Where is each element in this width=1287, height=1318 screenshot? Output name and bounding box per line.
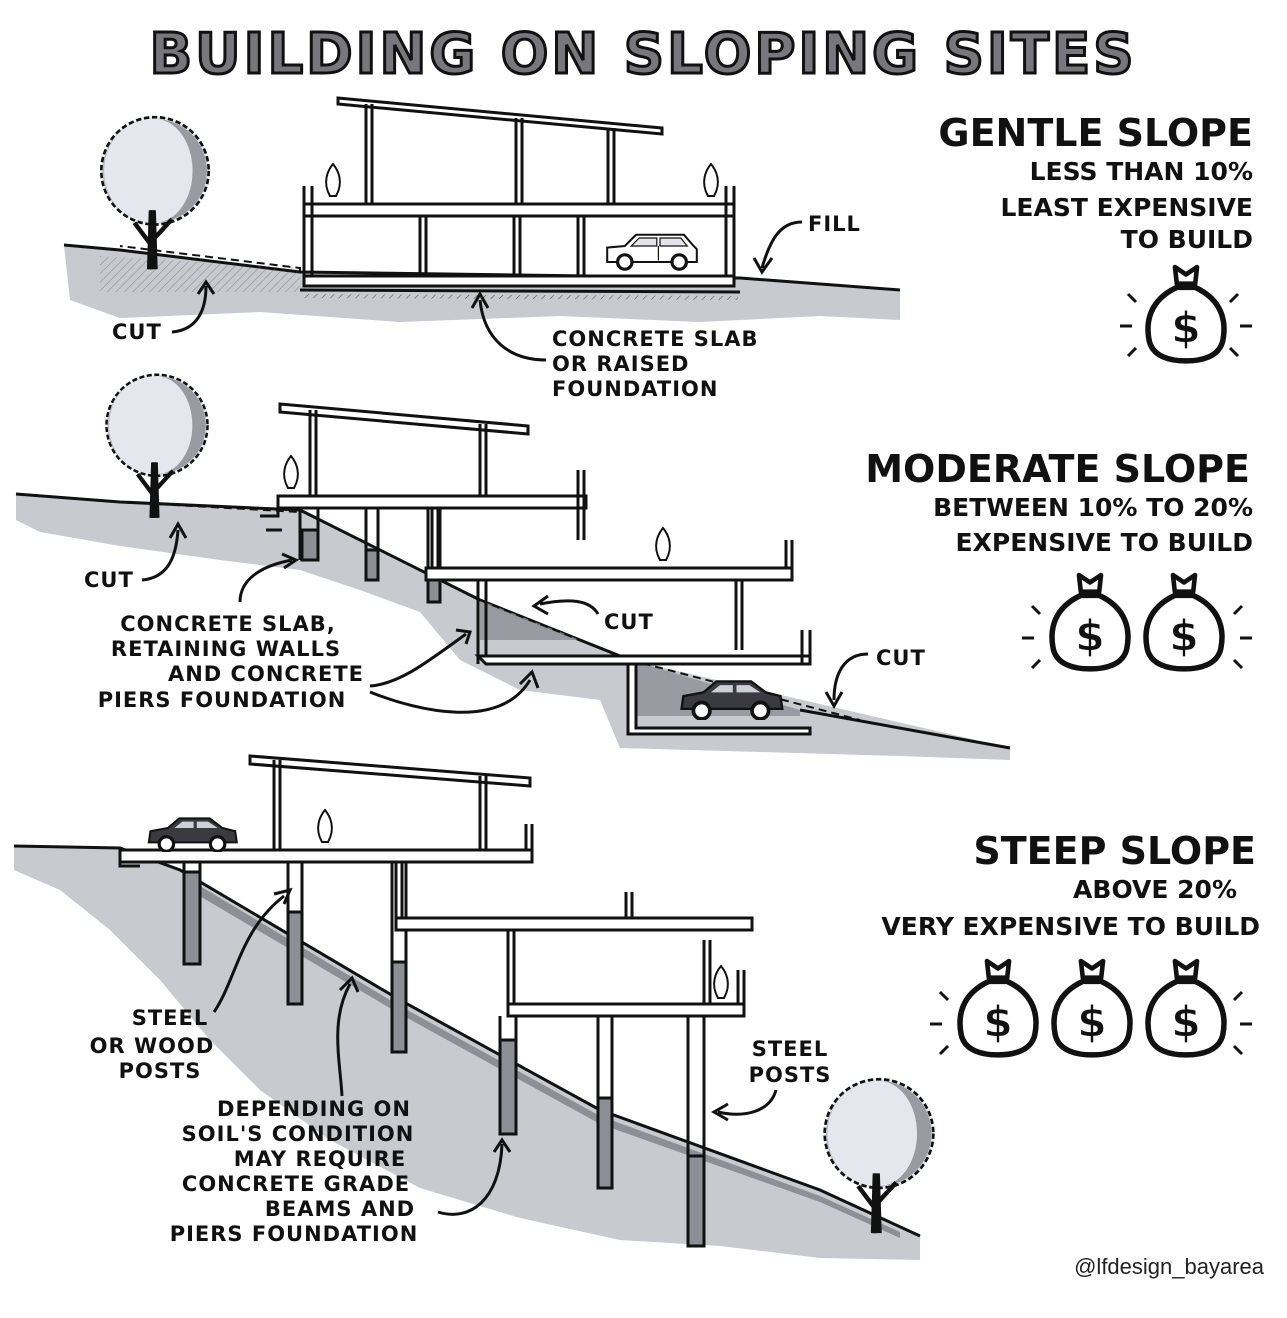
money-bag-icon [1054, 961, 1130, 1055]
moderate-info: MODERATE SLOPE BETWEEN 10% TO 20% EXPENS… [865, 447, 1253, 557]
foundation-label-line1: CONCRETE SLAB [552, 327, 759, 351]
soil-line2: SOIL'S CONDITION [182, 1122, 415, 1146]
steep-info: STEEP SLOPE ABOVE 20% VERY EXPENSIVE TO … [881, 829, 1260, 941]
gentle-heading: GENTLE SLOPE [938, 111, 1253, 155]
steep-cost [930, 961, 1252, 1055]
money-bag-icon [1052, 575, 1128, 669]
mod-foundation-line1: CONCRETE SLAB, [120, 612, 336, 636]
soil-line3: MAY REQUIRE [234, 1147, 406, 1171]
posts-left-line1: STEEL [132, 1006, 209, 1030]
moderate-heading: MODERATE SLOPE [865, 447, 1250, 491]
steep-car-icon [146, 816, 239, 852]
soil-line5: BEAMS AND [265, 1197, 415, 1221]
moderate-slope-section: CUT CUT CUT CONCRETE SLAB, RETAINING WAL… [15, 375, 1253, 760]
gentle-info: GENTLE SLOPE LESS THAN 10% LEAST EXPENSI… [938, 111, 1253, 254]
money-bag-icon [1148, 267, 1224, 361]
soil-line6: PIERS FOUNDATION [170, 1222, 419, 1246]
soil-line1: DEPENDING ON [217, 1097, 411, 1121]
gentle-line3: TO BUILD [1121, 225, 1253, 254]
label-soil: DEPENDING ON SOIL'S CONDITION MAY REQUIR… [170, 975, 512, 1246]
gentle-house [302, 96, 736, 288]
label-cut-moderate-mid: CUT [531, 594, 654, 634]
money-bag-icon [1148, 961, 1224, 1055]
money-bag-icon [1146, 575, 1222, 669]
steep-line1: ABOVE 20% [1073, 875, 1237, 904]
label-cut-moderate-left: CUT [84, 520, 188, 592]
moderate-line2: EXPENSIVE TO BUILD [956, 528, 1253, 557]
label-fill: FILL [752, 212, 861, 275]
moderate-line1: BETWEEN 10% TO 20% [933, 493, 1253, 522]
posts-left-line2: OR WOOD [90, 1034, 215, 1058]
gentle-line1: LESS THAN 10% [1030, 157, 1253, 186]
steep-house [118, 754, 754, 1248]
label-cut-moderate-right: CUT [824, 646, 926, 710]
gentle-cost [1120, 267, 1252, 361]
posts-right-line2: POSTS [749, 1063, 832, 1087]
mod-foundation-line4: PIERS FOUNDATION [98, 688, 347, 712]
label-cut-gentle: CUT [112, 279, 216, 344]
fill-label: FILL [808, 212, 861, 236]
steep-heading: STEEP SLOPE [973, 829, 1256, 873]
foundation-label-line3: FOUNDATION [552, 377, 718, 401]
posts-right-line1: STEEL [752, 1037, 829, 1061]
gentle-slope-section: FILL CUT CONCRETE SLAB OR RAISED FOUNDAT… [63, 96, 1253, 401]
cut-right-label: CUT [876, 646, 926, 670]
credit-watermark: @lfdesign_bayarea [1074, 1254, 1265, 1279]
posts-left-line3: POSTS [119, 1059, 202, 1083]
label-posts-right: STEEL POSTS [710, 1037, 832, 1122]
steep-slope-section: STEEL OR WOOD POSTS STEEL POSTS DEPENDIN… [13, 754, 1260, 1260]
steep-plants [317, 808, 729, 999]
label-foundation-gentle: CONCRETE SLAB OR RAISED FOUNDATION [470, 290, 759, 401]
moderate-plants [283, 454, 671, 561]
label-posts-left: STEEL OR WOOD POSTS [90, 887, 293, 1083]
mod-foundation-line2: RETAINING WALLS [111, 637, 341, 661]
cut-mid-label: CUT [604, 610, 654, 634]
steep-line2: VERY EXPENSIVE TO BUILD [881, 912, 1260, 941]
gentle-tree [101, 117, 208, 269]
moderate-house [260, 402, 812, 736]
cut-left-label: CUT [84, 568, 134, 592]
mod-foundation-line3: AND CONCRETE [168, 662, 364, 686]
foundation-label-line2: OR RAISED [552, 352, 689, 376]
moderate-cost [1022, 575, 1252, 669]
gentle-line2: LEAST EXPENSIVE [1000, 193, 1253, 222]
label-foundation-moderate: CONCRETE SLAB, RETAINING WALLS AND CONCR… [98, 552, 540, 714]
moderate-tree [106, 375, 207, 518]
gentle-suv-icon [605, 233, 699, 271]
gentle-plants [325, 162, 719, 197]
soil-line4: CONCRETE GRADE [182, 1172, 410, 1196]
money-bag-icon [960, 961, 1036, 1055]
page-title: BUILDING ON SLOPING SITES [149, 22, 1136, 87]
cut-label: CUT [112, 320, 162, 344]
